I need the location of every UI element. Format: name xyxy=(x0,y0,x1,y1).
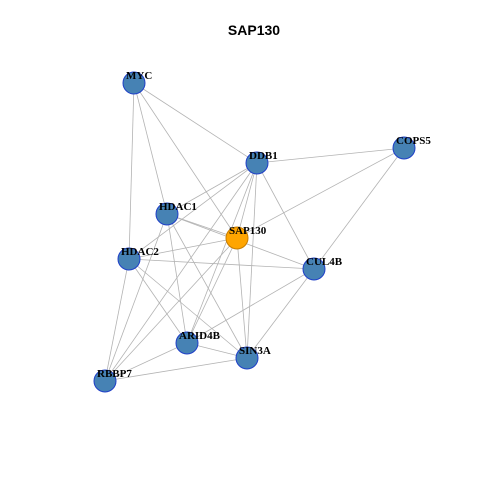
node-cul4b[interactable]: CUL4B xyxy=(302,256,343,281)
node-label-hdac2: HDAC2 xyxy=(121,246,159,258)
edge-hdac2-sin3a xyxy=(128,258,248,359)
edge-sap130-rbbp7 xyxy=(104,237,238,382)
node-label-rbbp7: RBBP7 xyxy=(97,368,132,380)
edge-ddb1-arid4b xyxy=(186,162,258,344)
edge-ddb1-hdac1 xyxy=(166,162,258,215)
node-label-hdac1: HDAC1 xyxy=(159,201,197,213)
edge-ddb1-sap130 xyxy=(236,162,258,239)
node-label-cul4b: CUL4B xyxy=(306,256,343,268)
edge-hdac2-cul4b xyxy=(128,258,315,270)
edge-ddb1-hdac2 xyxy=(128,162,258,260)
node-label-arid4b: ARID4B xyxy=(179,330,221,342)
node-hdac1[interactable]: HDAC1 xyxy=(155,201,197,226)
node-circle-arid4b[interactable] xyxy=(175,331,199,355)
edge-hdac2-rbbp7 xyxy=(104,258,130,382)
edge-sap130-sin3a xyxy=(236,237,248,359)
node-label-sin3a: SIN3A xyxy=(239,345,271,357)
node-ddb1[interactable]: DDB1 xyxy=(245,150,278,175)
edge-cul4b-sin3a xyxy=(246,268,315,359)
edge-layer xyxy=(104,82,405,382)
node-sin3a[interactable]: SIN3A xyxy=(235,345,271,370)
edge-ddb1-cul4b xyxy=(256,162,315,270)
node-label-cops5: COPS5 xyxy=(396,135,431,147)
edge-cul4b-arid4b xyxy=(186,268,315,344)
node-circle-rbbp7[interactable] xyxy=(93,369,117,393)
node-rbbp7[interactable]: RBBP7 xyxy=(93,368,132,393)
node-circle-sin3a[interactable] xyxy=(235,346,259,370)
node-label-myc: MYC xyxy=(126,70,152,82)
edge-hdac1-arid4b xyxy=(166,213,188,344)
node-sap130[interactable]: SAP130 xyxy=(225,225,267,250)
edge-sin3a-rbbp7 xyxy=(104,357,248,382)
edge-myc-hdac1 xyxy=(133,82,168,215)
node-hdac2[interactable]: HDAC2 xyxy=(117,246,159,271)
node-myc[interactable]: MYC xyxy=(122,70,152,95)
edge-ddb1-cops5 xyxy=(256,147,405,164)
node-cops5[interactable]: COPS5 xyxy=(392,135,431,160)
edge-sap130-hdac2 xyxy=(128,237,238,260)
node-label-ddb1: DDB1 xyxy=(249,150,278,162)
edge-myc-ddb1 xyxy=(133,82,258,164)
graph-title: SAP130 xyxy=(228,22,280,38)
edge-myc-sap130 xyxy=(133,82,238,239)
node-circle-sap130[interactable] xyxy=(225,226,249,250)
node-circle-ddb1[interactable] xyxy=(245,151,269,175)
node-circle-cops5[interactable] xyxy=(392,136,416,160)
node-arid4b[interactable]: ARID4B xyxy=(175,330,221,355)
edge-sap130-arid4b xyxy=(186,237,238,344)
edge-hdac1-rbbp7 xyxy=(104,213,168,382)
edge-hdac1-sin3a xyxy=(166,213,248,359)
edge-cops5-sap130 xyxy=(236,147,405,239)
node-circle-hdac2[interactable] xyxy=(117,247,141,271)
node-circle-cul4b[interactable] xyxy=(302,257,326,281)
edge-ddb1-sin3a xyxy=(246,162,258,359)
edge-myc-hdac2 xyxy=(128,82,135,260)
node-circle-myc[interactable] xyxy=(122,71,146,95)
node-label-sap130: SAP130 xyxy=(229,225,267,237)
edge-arid4b-rbbp7 xyxy=(104,342,188,382)
edge-cops5-cul4b xyxy=(313,147,405,270)
node-circle-hdac1[interactable] xyxy=(155,202,179,226)
edge-ddb1-rbbp7 xyxy=(104,162,258,382)
edge-hdac2-arid4b xyxy=(128,258,188,344)
